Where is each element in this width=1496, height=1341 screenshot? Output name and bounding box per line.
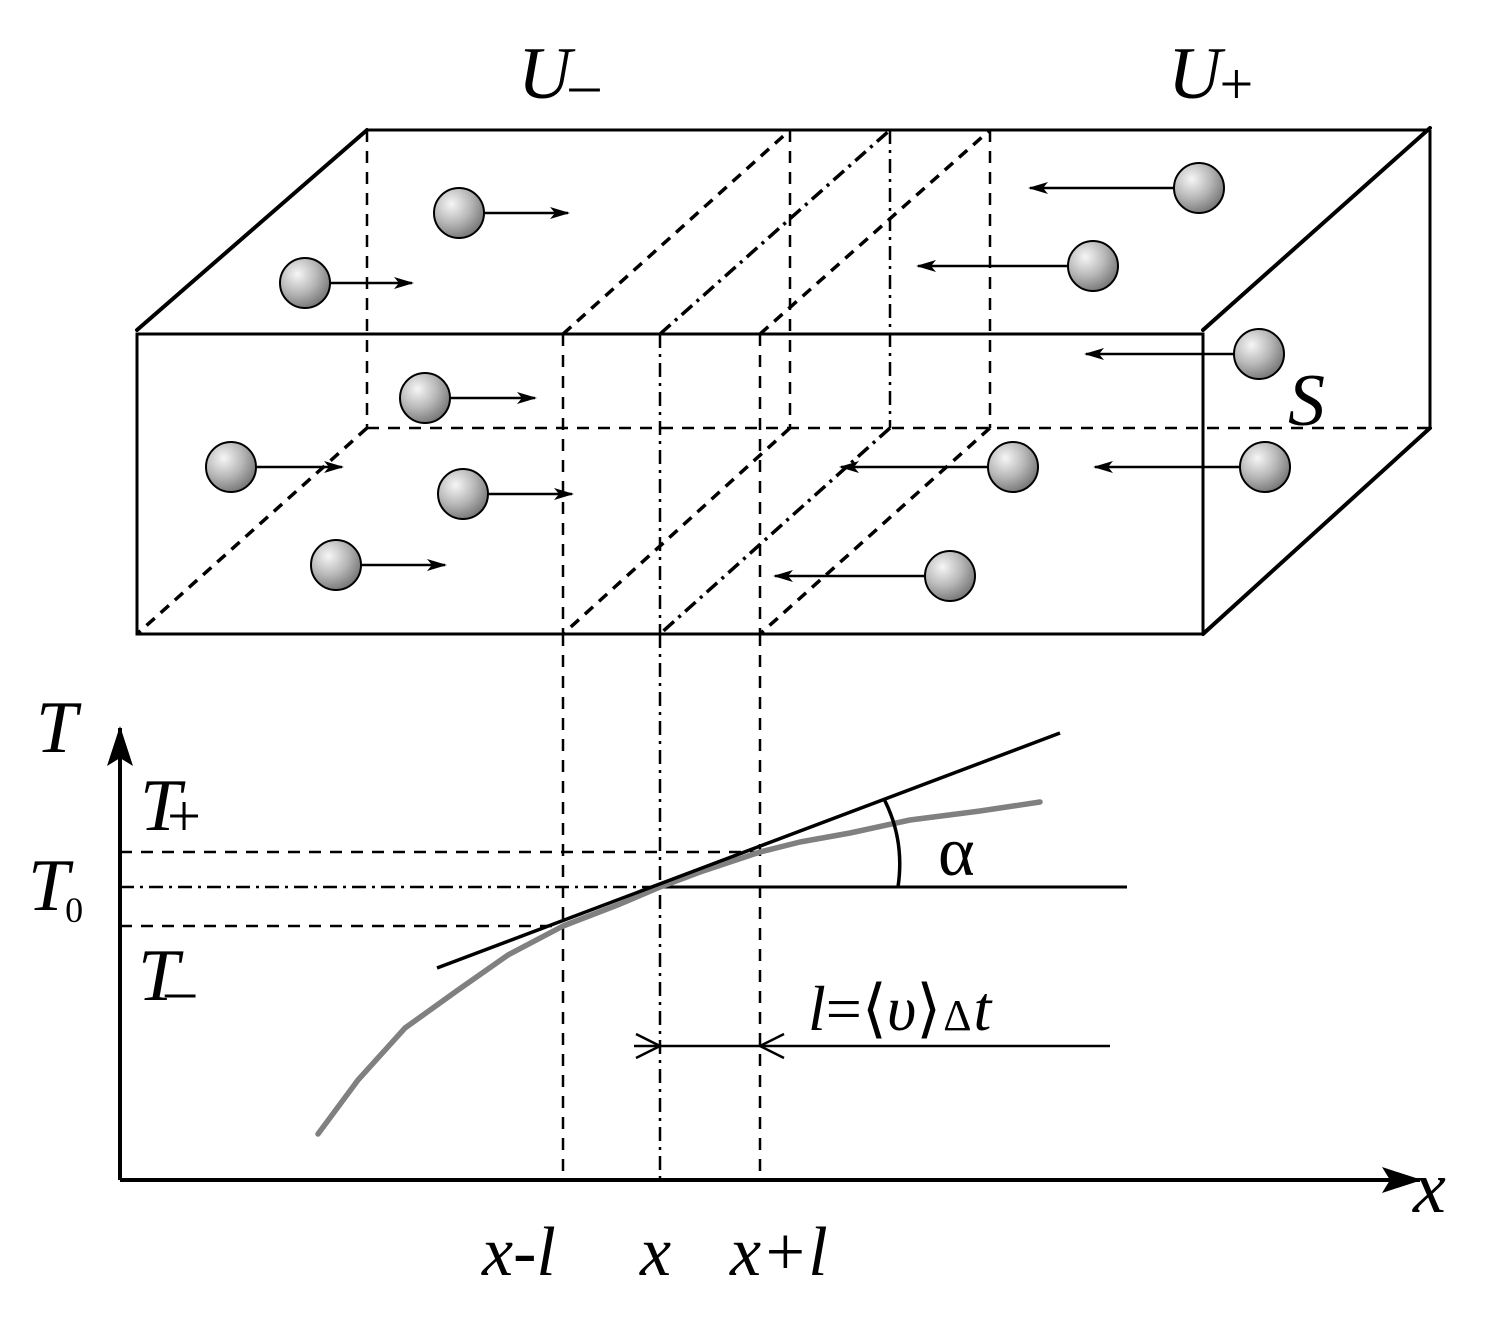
temperature-curve	[315, 799, 1043, 1137]
molecule	[399, 372, 537, 424]
gas-box	[135, 126, 1432, 636]
molecule	[839, 441, 1039, 493]
tangent-line	[436, 731, 1061, 970]
molecule	[279, 257, 414, 309]
plane-x-minus-l	[561, 128, 792, 636]
t-minus-label: T–	[138, 935, 196, 1023]
molecule	[916, 240, 1119, 292]
tick-x-plus-l: x+l	[729, 1214, 828, 1291]
mean-free-path-label: l=⟨υ⟩Δt	[808, 973, 993, 1044]
back-left-depth-edge	[135, 426, 369, 636]
x-axis-label: x	[1412, 1147, 1446, 1229]
internal-energy-right-label: U+	[1168, 33, 1253, 117]
temperature-graph: α l=⟨υ⟩Δt T x T+ T0 T– x-l x x+l	[28, 634, 1446, 1291]
molecule	[1084, 328, 1285, 380]
mean-free-path-arrow-right	[757, 1032, 785, 1060]
molecule	[205, 441, 344, 493]
front-face	[135, 332, 1205, 636]
bottom-right-depth-edge	[1201, 426, 1432, 636]
tick-x: x	[639, 1214, 671, 1291]
t-zero-label: T0	[28, 845, 83, 930]
angle-label: α	[938, 814, 975, 891]
molecule	[773, 550, 976, 602]
plane-x-plus-l	[758, 128, 992, 636]
plane-x	[658, 128, 892, 636]
t-plus-label: T+	[140, 765, 201, 849]
molecule	[433, 187, 570, 239]
molecules-moving-right	[205, 187, 574, 591]
molecule	[1028, 162, 1225, 214]
internal-energy-left-label: U–	[518, 33, 600, 117]
top-left-depth-edge	[135, 128, 369, 332]
t-axis-label: T	[36, 687, 82, 769]
mean-free-path-arrow-left	[635, 1032, 663, 1060]
area-label: S	[1288, 360, 1325, 442]
angle-arc	[882, 798, 902, 888]
molecules-moving-left	[773, 162, 1291, 602]
molecule	[310, 539, 447, 591]
tick-x-minus-l: x-l	[481, 1214, 556, 1291]
top-right-depth-edge	[1201, 126, 1432, 332]
cross-section-planes	[561, 128, 992, 636]
molecule	[437, 468, 574, 520]
molecule	[1093, 441, 1291, 493]
